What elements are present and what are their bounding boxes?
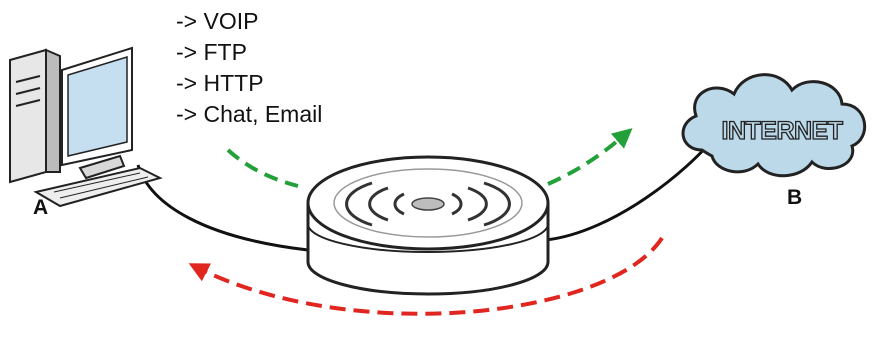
service-item-ftp: -> FTP (176, 39, 247, 65)
wireless-router-icon (306, 155, 550, 296)
inbound-traffic-arrow (188, 236, 664, 316)
service-item-voip: -> VOIP (176, 8, 259, 34)
node-label-a: A (33, 196, 49, 219)
node-label-b: B (787, 186, 803, 209)
service-list: -> VOIP -> FTP -> HTTP -> Chat, Email (176, 6, 322, 130)
service-item-http: -> HTTP (176, 70, 264, 96)
desktop-computer-icon (9, 46, 163, 208)
cable-computer-to-router (136, 164, 309, 252)
cable-router-to-internet (545, 139, 714, 242)
internet-cloud-icon: INTERNET (681, 73, 867, 178)
outbound-traffic-arrow (226, 148, 299, 188)
service-item-chat-email: -> Chat, Email (176, 101, 323, 127)
outbound-traffic-arrow-head (547, 128, 633, 186)
cloud-text: INTERNET (722, 117, 843, 145)
